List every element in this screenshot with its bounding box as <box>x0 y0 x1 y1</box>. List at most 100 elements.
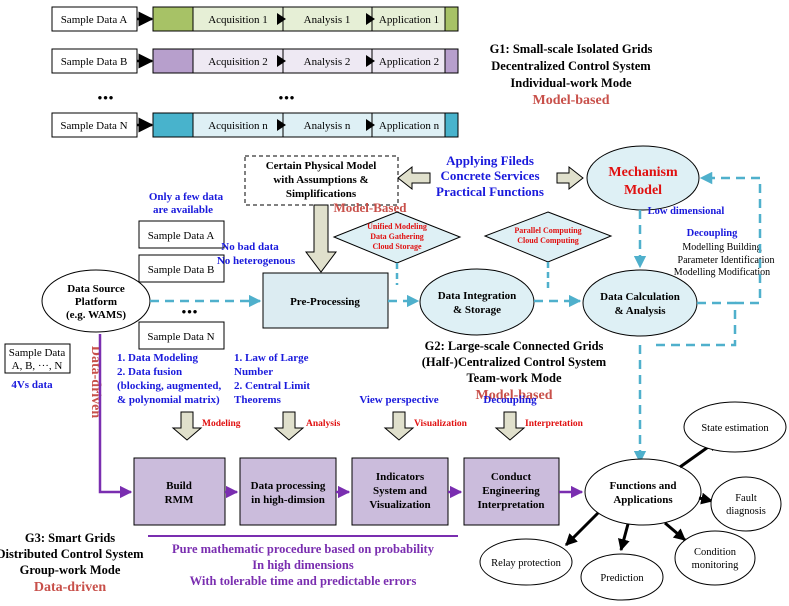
svg-text:Visualization: Visualization <box>414 419 468 429</box>
preprocessing-box <box>262 272 389 329</box>
svg-text:Decoupling: Decoupling <box>483 394 537 406</box>
indicators-box <box>351 457 449 526</box>
svg-text:1. Law of Large: 1. Law of Large <box>234 352 309 364</box>
app-label-n: Application n <box>379 120 440 132</box>
svg-text:G2: Large-scale Connected Grid: G2: Large-scale Connected Grids <box>425 339 604 353</box>
svg-text:With tolerable time and predic: With tolerable time and predictable erro… <box>190 574 417 588</box>
ana-label-1: Analysis 1 <box>304 14 351 26</box>
svg-text:G3: Smart Grids: G3: Smart Grids <box>25 531 115 545</box>
svg-text:Certain Physical Model: Certain Physical Model <box>266 160 377 172</box>
interpretation-box <box>463 457 560 526</box>
svg-text:Cloud Computing: Cloud Computing <box>517 236 579 245</box>
svg-text:Data Calculation: Data Calculation <box>600 291 680 303</box>
g1-label: G1: Small-scale Isolated Grids Decentral… <box>490 42 653 108</box>
ana-label-n: Analysis n <box>304 120 351 132</box>
pipeline-bar-3 <box>152 112 459 138</box>
law-notes: 1. Law of Large Number 2. Central Limit … <box>234 352 310 406</box>
build-rmm-box <box>133 457 226 526</box>
svg-text:RMM: RMM <box>165 494 194 506</box>
svg-text:(blocking, augmented,: (blocking, augmented, <box>117 380 221 392</box>
svg-text:Concrete Services: Concrete Services <box>440 168 539 183</box>
svg-text:A, B, ···, N: A, B, ···, N <box>12 360 63 372</box>
svg-text:Conduct: Conduct <box>491 471 532 483</box>
svg-text:2. Central Limit: 2. Central Limit <box>234 380 310 392</box>
svg-text:Model-based: Model-based <box>533 93 610 108</box>
svg-text:No bad data: No bad data <box>221 241 279 253</box>
svg-text:Modeling: Modeling <box>202 419 241 429</box>
svg-text:2. Data fusion: 2. Data fusion <box>117 366 182 378</box>
svg-text:Model: Model <box>624 183 662 198</box>
svg-text:Decoupling: Decoupling <box>687 228 739 239</box>
svg-text:Interpretation: Interpretation <box>525 419 584 429</box>
g3-label: G3: Smart Grids Distributed Control Syst… <box>0 531 144 595</box>
model-based-mid-label: Model-Based <box>334 200 408 215</box>
sample-label-a: Sample Data A <box>61 14 128 26</box>
dots-mid: ••• <box>279 90 296 105</box>
svg-text:Applying Fileds: Applying Fileds <box>446 153 534 168</box>
svg-text:Visualization: Visualization <box>369 499 430 511</box>
svg-text:Prediction: Prediction <box>600 573 644 584</box>
svg-text:View perspective: View perspective <box>359 394 438 406</box>
fault-diagnosis-ellipse <box>710 476 782 532</box>
pure-math-text: Pure mathematic procedure based on proba… <box>172 542 435 588</box>
g1-row-3: Sample Data N Acquisition n Analysis n A… <box>51 112 459 138</box>
data-integration-ellipse <box>419 268 535 336</box>
svg-text:Decentralized Control System: Decentralized Control System <box>491 59 651 73</box>
svg-text:Analysis: Analysis <box>306 419 341 429</box>
svg-text:& Analysis: & Analysis <box>614 305 666 317</box>
arrow-to-mechanism <box>556 165 584 191</box>
mid-sample-b <box>138 254 225 283</box>
svg-text:Data-driven: Data-driven <box>34 580 107 595</box>
svg-text:Functions and: Functions and <box>610 480 677 492</box>
pipeline-end-1 <box>444 6 459 32</box>
low-dimensional-label: Low dimensional <box>648 206 725 217</box>
acq-label-2: Acquisition 2 <box>208 56 268 68</box>
svg-text:(Half-)Centralized Control Sys: (Half-)Centralized Control System <box>422 355 607 369</box>
svg-text:Distributed Control System: Distributed Control System <box>0 547 144 561</box>
flow-platform-to-rmm <box>98 334 133 499</box>
condition-monitoring-ellipse <box>674 530 756 586</box>
sample-label-n: Sample Data N <box>60 120 127 132</box>
dots-left: ••• <box>98 90 115 105</box>
svg-text:Data Integration: Data Integration <box>438 290 517 302</box>
sample-box-n <box>51 112 138 138</box>
svg-text:Fault: Fault <box>735 493 757 504</box>
four-vs-label: 4Vs data <box>11 379 53 391</box>
svg-text:(e.g. WAMS): (e.g. WAMS) <box>66 309 126 321</box>
ana-label-2: Analysis 2 <box>304 56 351 68</box>
svg-text:Only a few data: Only a few data <box>149 191 224 203</box>
svg-text:Mechanism: Mechanism <box>608 165 678 180</box>
arrow-physical-to-preprocessing <box>305 204 337 273</box>
sample-abn-box <box>4 343 71 374</box>
svg-text:Modelling Building: Modelling Building <box>682 242 761 253</box>
arrow-visualization <box>383 411 415 441</box>
svg-text:& Storage: & Storage <box>453 304 501 316</box>
arrow-interpretation <box>494 411 526 441</box>
svg-text:Simplifications: Simplifications <box>286 188 357 200</box>
arrow-to-physical-model <box>397 165 431 191</box>
svg-text:Practical Functions: Practical Functions <box>436 184 544 199</box>
pipeline-end-3 <box>444 112 459 138</box>
svg-text:System and: System and <box>373 485 427 497</box>
svg-text:Number: Number <box>234 366 273 378</box>
relay-protection-ellipse <box>479 538 573 586</box>
svg-text:are available: are available <box>153 204 213 216</box>
svg-text:Applications: Applications <box>613 494 673 506</box>
svg-text:Individual-work Mode: Individual-work Mode <box>510 76 632 90</box>
arrow-analysis <box>273 411 305 441</box>
svg-text:Data Gathering: Data Gathering <box>370 232 424 241</box>
g2-label: G2: Large-scale Connected Grids (Half-)C… <box>422 339 607 403</box>
sample-label-b: Sample Data B <box>61 56 128 68</box>
svg-text:Sample Data N: Sample Data N <box>147 331 214 343</box>
app-label-2: Application 2 <box>379 56 439 68</box>
svg-text:Sample Data: Sample Data <box>9 347 66 359</box>
applying-fields-text: Applying Fileds Concrete Services Practi… <box>436 153 544 199</box>
svg-text:No heterogenous: No heterogenous <box>217 255 296 267</box>
svg-text:Parallel Computing: Parallel Computing <box>514 226 581 235</box>
svg-text:Cloud Storage: Cloud Storage <box>372 242 422 251</box>
functions-applications-ellipse <box>584 458 702 526</box>
physical-model-box <box>244 155 399 206</box>
feedback-to-mechanism <box>699 171 762 305</box>
data-calculation-ellipse <box>582 269 698 337</box>
